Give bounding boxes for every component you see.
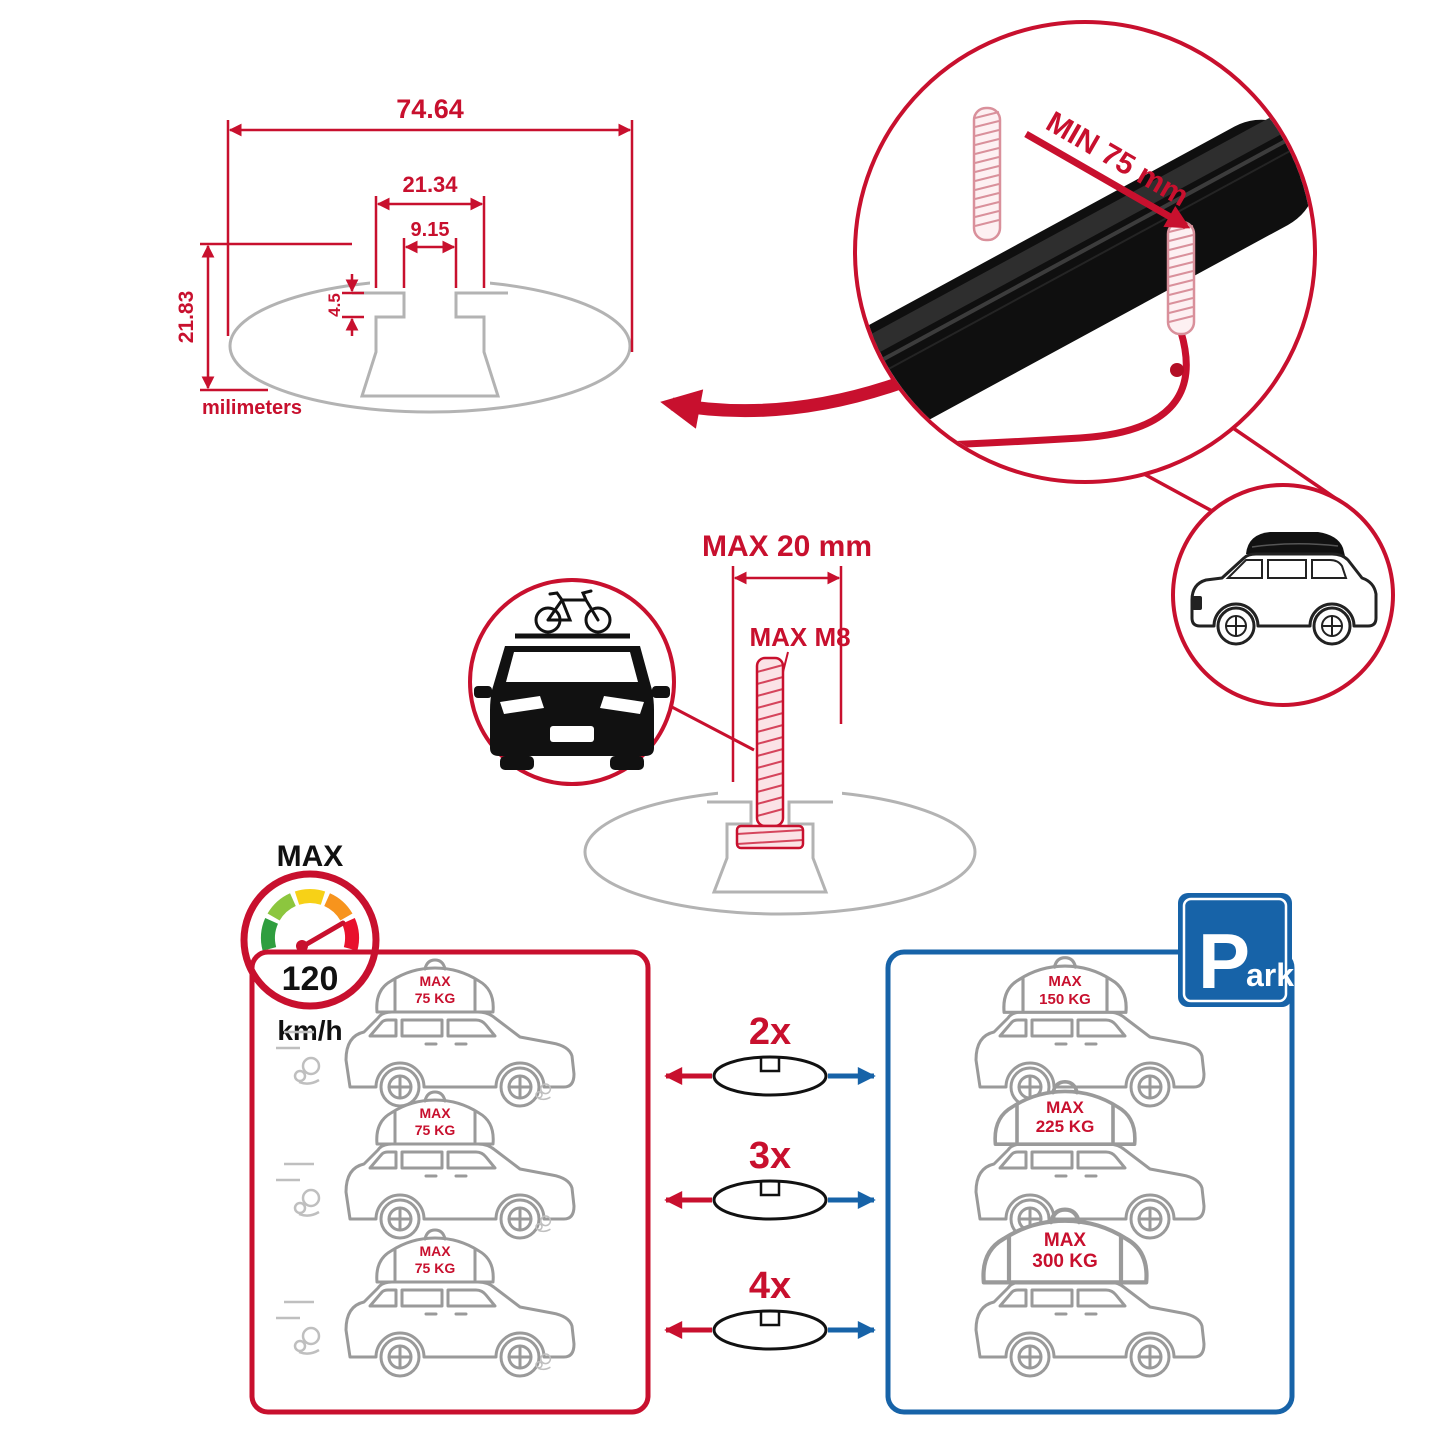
crossbar-render (857, 106, 1313, 461)
bolt-max-thread-label: MAX M8 (749, 622, 850, 652)
dim-lip-depth-label: 4.5 (325, 293, 344, 317)
row-count: 4x (749, 1265, 791, 1307)
car-illustration: MAX 75 KG (276, 1090, 576, 1240)
bolt-dimension-diagram: MAX 20 mm MAX M8 (583, 530, 977, 916)
black-crossbar (857, 114, 1313, 461)
park-sign-plate (1178, 893, 1292, 1007)
speed-value: 120 (282, 960, 339, 998)
dim-ext-lip-depth (342, 291, 364, 319)
row-count: 2x (749, 1011, 791, 1053)
bolt-max-length-label: MAX 20 mm (702, 530, 872, 563)
load-label-line1: MAX (419, 1243, 451, 1259)
park-sign: P ark (1178, 893, 1294, 1007)
park-sign-suffix: ark (1246, 957, 1294, 993)
right-mirror (652, 686, 670, 698)
bike-frame (546, 589, 600, 622)
gauge-arc-segments (260, 889, 360, 951)
load-label-line2: 300 KG (1032, 1251, 1097, 1272)
car-illustration: MAX 75 KG (276, 1228, 576, 1378)
crossbar-section-icon (712, 1309, 828, 1351)
suv-roof-box-callout (1171, 483, 1395, 707)
speed-limit-gauge: MAX 120 km/h (240, 840, 380, 1046)
car-illustration: MAX 225 KG (974, 1080, 1206, 1240)
comparison-rows: 2x 3x 4x (664, 1011, 876, 1351)
bike-circle-connector (669, 704, 755, 752)
left-mirror (474, 686, 492, 698)
t-slot-profile (352, 291, 508, 398)
parked-panel-border (885, 949, 1295, 1415)
load-label-line2: 225 KG (1036, 1117, 1095, 1136)
load-label-line1: MAX (419, 973, 451, 989)
car-illustration: MAX 150 KG (974, 956, 1206, 1108)
bolt-t-slot-profile (707, 800, 833, 894)
load-label-line2: 75 KG (415, 990, 456, 1006)
suv-roof-box-illustration (1190, 532, 1378, 646)
bike-on-roof-callout (468, 578, 755, 786)
hook-pivot-dot (1170, 363, 1184, 377)
t-bolt (735, 656, 805, 850)
speed-unit: km/h (277, 1015, 342, 1046)
load-label-line2: 75 KG (415, 1260, 456, 1276)
dim-profile-height-label: 21.83 (175, 291, 198, 344)
bike-front-wheel (584, 606, 612, 634)
load-label-line2: 150 KG (1039, 991, 1091, 1008)
car-illustration: MAX 75 KG (276, 958, 576, 1108)
load-label-line2: 75 KG (415, 1122, 456, 1138)
load-label-line1: MAX (1048, 973, 1081, 990)
car-illustration: MAX 300 KG (974, 1210, 1206, 1378)
bolt-dim-ext-lines (731, 566, 843, 792)
ellipse-arc-mask (370, 272, 490, 295)
u-bolt-left-rod (972, 106, 1002, 242)
parked-cars: MAX 150 KG MAX 225 KG MAX 300 KG (974, 956, 1206, 1378)
min-clamp-arrow (1024, 130, 1191, 230)
callout-connector-lines (1143, 426, 1339, 513)
dim-ext-profile-height (200, 242, 352, 392)
driving-cars: MAX 75 KG MAX 75 KG MAX 75 KG (276, 958, 576, 1378)
dim-channel-width-label: 21.34 (402, 172, 458, 197)
dim-ext-channel-width (374, 196, 486, 288)
callout-arrow-to-diagram (660, 377, 900, 429)
right-tire (610, 756, 644, 770)
dim-ext-total-width (226, 120, 634, 352)
car-front-with-bike-icon (474, 589, 670, 770)
left-tire (500, 756, 534, 770)
gauge-needle-hub (296, 940, 308, 952)
right-headlight (600, 696, 644, 714)
speed-max-label: MAX (277, 840, 344, 873)
profile-ellipse-outline (228, 278, 632, 414)
crossbar-profile-dimension-diagram: 74.64 21.34 9.15 4.5 21.83 milimeters (175, 94, 634, 419)
load-label-line1: MAX (1046, 1098, 1084, 1117)
load-label-line1: MAX (1044, 1230, 1087, 1251)
park-sign-letter: P (1198, 917, 1250, 1005)
crossbar-section-icon (712, 1179, 828, 1221)
crossbar-section-icon (712, 1055, 828, 1097)
row-count: 3x (749, 1135, 791, 1177)
load-label-line1: MAX (419, 1105, 451, 1121)
driving-panel-border (249, 949, 651, 1415)
crossbar-callout-circle: MIN 75 mm (853, 20, 1317, 484)
windshield (506, 652, 638, 682)
dim-ext-slot-width (402, 238, 458, 288)
dim-slot-width-label: 9.15 (411, 219, 450, 241)
units-label: milimeters (202, 397, 302, 419)
dim-total-width-label: 74.64 (396, 94, 464, 124)
park-sign-inner-border (1182, 897, 1288, 1003)
left-headlight (500, 696, 544, 714)
grille (550, 726, 594, 742)
u-bolt-right-rod (1166, 220, 1196, 336)
